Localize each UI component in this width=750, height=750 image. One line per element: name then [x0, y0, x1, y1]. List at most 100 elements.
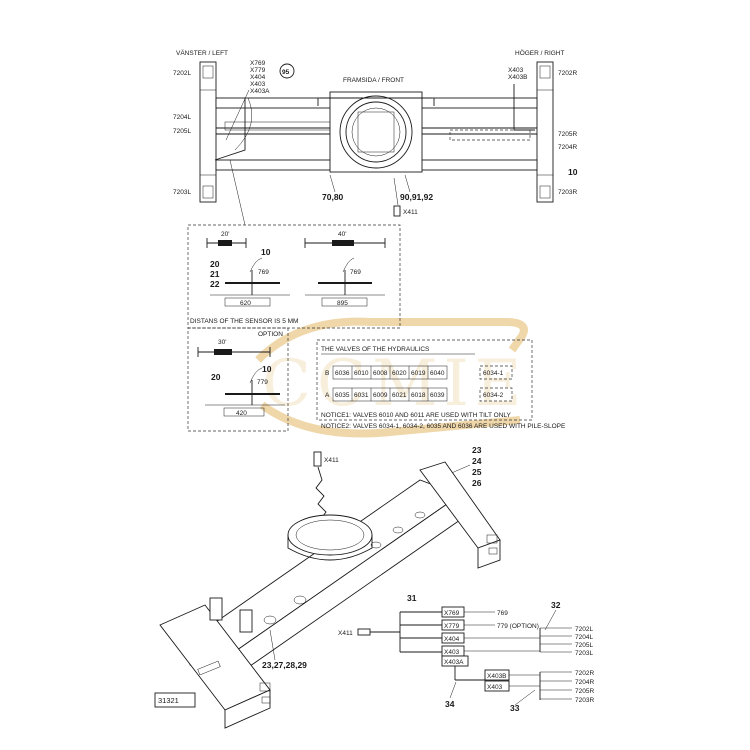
sensor-779-label: 779: [257, 379, 268, 386]
iso-x411: X411: [324, 457, 339, 464]
connector-x403b: X403B: [508, 74, 528, 81]
option-ref-10: 10: [262, 364, 272, 374]
valve-a-4: 6021: [392, 392, 407, 399]
detail-ref-21: 21: [210, 269, 220, 279]
wire-x404: X404: [444, 636, 460, 643]
wire-output-779: 779 (OPTION): [497, 623, 539, 630]
valve-b-2: 6010: [354, 370, 369, 377]
ref-25: 25: [472, 467, 482, 477]
ref-10: 10: [568, 167, 578, 177]
connector-x779: X779: [250, 67, 266, 74]
right-side-label: HÖGER / RIGHT: [515, 49, 565, 57]
ref-7204l: 7204L: [173, 114, 191, 121]
ref-circle: [279, 63, 295, 79]
detail-ref-22: 22: [210, 279, 220, 289]
group33-7202r: 7202R: [575, 670, 594, 677]
ref-7204r: 7204R: [558, 144, 577, 151]
ref-90-92: 90,91,92: [400, 192, 433, 202]
ref-32: 32: [551, 600, 561, 610]
dim-620: 620: [240, 300, 251, 307]
iso-turntable: [287, 514, 373, 556]
ref-24: 24: [472, 456, 482, 466]
connector-x403-right: X403: [508, 67, 524, 74]
ref-33: 33: [510, 703, 520, 713]
ref-7202l: 7202L: [173, 70, 191, 77]
wire-x769: X769: [444, 610, 460, 617]
front-label: FRAMSIDA / FRONT: [343, 77, 404, 84]
wire-output-769: 769: [497, 610, 508, 617]
valves-section: THE VALVES OF THE HYDRAULICS B 6036 6010…: [316, 339, 566, 430]
valve-b-extra: 6034-1: [483, 370, 504, 377]
group32-7204l: 7204L: [575, 634, 593, 641]
valve-b-3: 6008: [373, 370, 388, 377]
valve-b-4: 6020: [392, 370, 407, 377]
dim-895: 895: [337, 300, 348, 307]
ref-7205r: 7205R: [558, 131, 577, 138]
valve-b-5: 6019: [411, 370, 426, 377]
option-detail-frame: [187, 327, 289, 432]
ref-circle-number: 95: [282, 69, 290, 76]
valve-a-3: 6009: [373, 392, 388, 399]
valve-a-2: 6031: [354, 392, 369, 399]
watermark-text: CCMIE: [262, 347, 527, 421]
detail-ref-10: 10: [261, 247, 271, 257]
sensor-distance-note: DISTANS OF THE SENSOR IS 5 MM: [190, 318, 298, 325]
top-view: VÄNSTER / LEFT HÖGER / RIGHT FRAMSIDA / …: [173, 49, 578, 226]
ref-70-80: 70,80: [322, 192, 344, 202]
dim-30-deg: 30': [218, 339, 226, 346]
group32-7205l: 7205L: [575, 642, 593, 649]
connector-x403a: X403A: [250, 88, 270, 95]
option-ref-20: 20: [211, 372, 221, 382]
wire-x403a: X403A: [444, 659, 464, 666]
ref-23-27-28-29: 23,27,28,29: [262, 660, 307, 670]
left-side-label: VÄNSTER / LEFT: [176, 49, 228, 57]
group32-7203l: 7203L: [575, 650, 593, 657]
top-x411: X411: [403, 209, 418, 216]
valve-b-6: 6040: [430, 370, 445, 377]
isometric-view: X411 23 24 25 26 23,27,2: [159, 445, 501, 729]
valve-a-1: 6035: [335, 392, 350, 399]
right-track-frame: [536, 61, 554, 203]
wire-x403-right: X403: [487, 684, 503, 691]
option-detail: OPTION 30' 10 20 779 420: [187, 327, 289, 432]
ref-26: 26: [472, 478, 482, 488]
ref-7203l: 7203L: [173, 189, 191, 196]
connector-x404: X404: [250, 74, 266, 81]
iso-main-beam: [189, 479, 461, 656]
ref-7202r: 7202R: [558, 70, 577, 77]
valves-notice-1: NOTICE1: VALVES 6010 AND 6011 ARE USED W…: [321, 412, 512, 419]
valve-row-b-label: B: [325, 370, 329, 377]
group32-7202l: 7202L: [575, 626, 593, 633]
ref-7203r: 7203R: [558, 189, 577, 196]
ref-23: 23: [472, 445, 482, 455]
wire-x403: X403: [444, 649, 460, 656]
detail-ref-20: 20: [210, 259, 220, 269]
connector-x403: X403: [250, 81, 266, 88]
valve-a-extra: 6034-2: [483, 392, 504, 399]
turntable-ring: [339, 95, 413, 169]
option-title: OPTION: [258, 331, 283, 338]
connector-x769: X769: [250, 60, 266, 67]
figure-number: 31321: [158, 696, 179, 705]
valve-a-5: 6018: [411, 392, 426, 399]
ref-31: 31: [407, 593, 417, 603]
wiring-x411: X411: [338, 630, 353, 637]
valves-title: THE VALVES OF THE HYDRAULICS: [321, 346, 430, 353]
sensor-769-label-right: 769: [350, 269, 361, 276]
ref-34: 34: [445, 699, 455, 709]
figure-number-box: 31321: [154, 692, 196, 708]
left-track-frame: [199, 61, 217, 203]
sensor-detail: 20' 10 20 21 22 769 620 40' 769 895 DIST…: [187, 224, 401, 329]
ref-7205l: 7205L: [173, 128, 191, 135]
valves-notice-2: NOTICE2: VALVES 6034-1, 6034-2, 6035 AND…: [321, 423, 566, 430]
wire-x403b: X403B: [487, 673, 507, 680]
group33-7203r: 7203R: [575, 697, 594, 704]
watermark: CCMIE: [255, 317, 528, 438]
group33-7205r: 7205R: [575, 688, 594, 695]
valve-a-6: 6039: [430, 392, 445, 399]
sensor-detail-frame: [187, 224, 401, 329]
dim-20-deg: 20': [221, 231, 229, 238]
dim-420: 420: [236, 410, 247, 417]
wire-x779: X779: [444, 623, 460, 630]
